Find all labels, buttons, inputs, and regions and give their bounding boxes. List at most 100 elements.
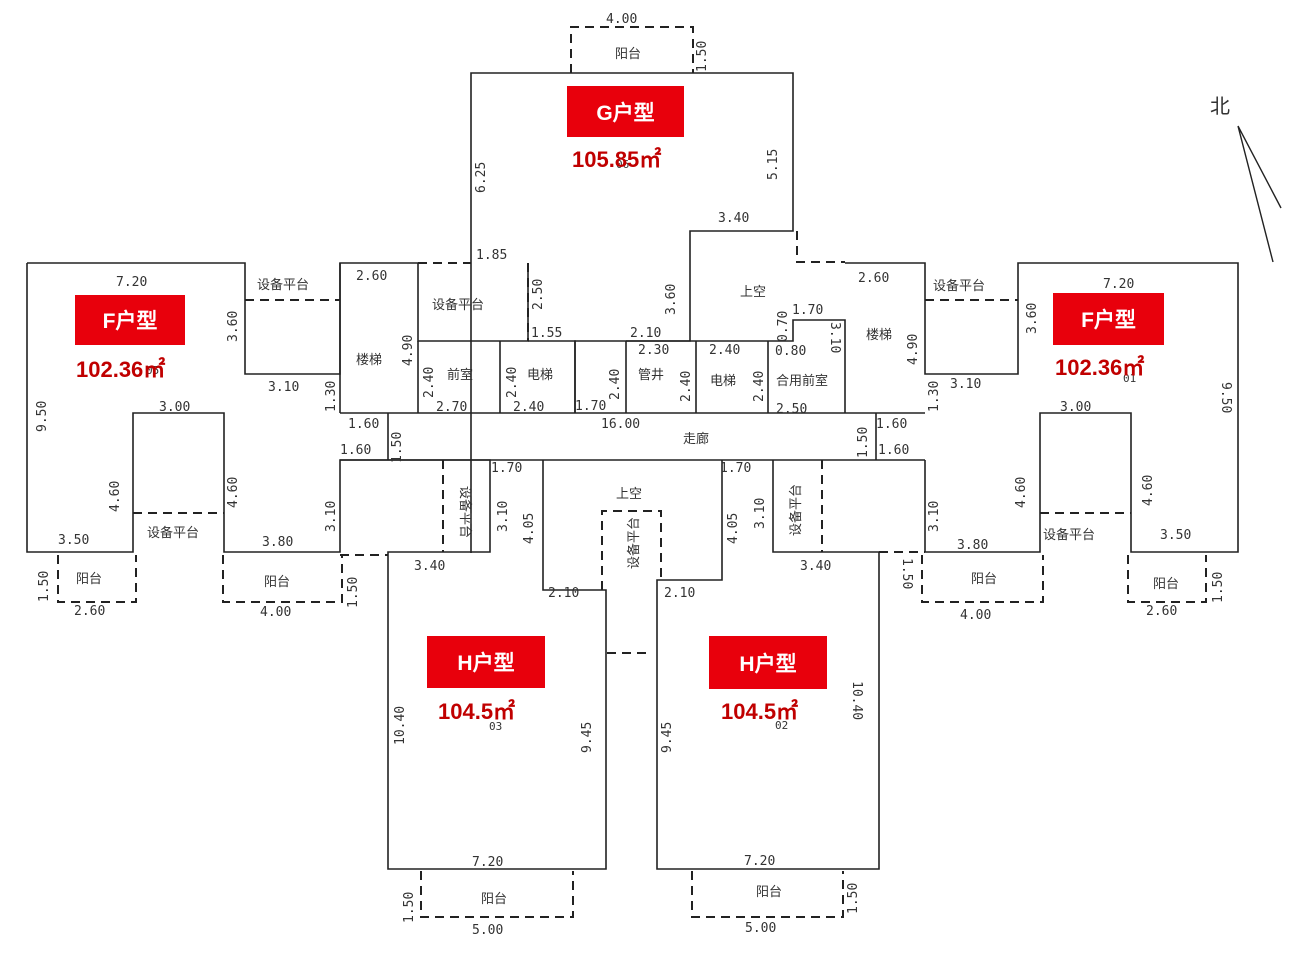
void-g-outline (796, 231, 845, 263)
room-balcony-g: 阳台 (615, 47, 641, 62)
room-elevator-left: 电梯 (527, 368, 553, 383)
room-stairs-right: 楼梯 (866, 328, 892, 343)
room-balcony-f-right-large: 阳台 (971, 572, 997, 587)
dim-balcony-g-width: 4.00 (606, 12, 637, 27)
unit-badge-f-left: F户型 (75, 295, 185, 345)
dim-g-left: 1.85 (476, 248, 507, 263)
dashed-outlines (57, 26, 1207, 918)
dim-h-left-720: 7.20 (472, 855, 503, 870)
dim-g-250: 2.50 (531, 279, 546, 310)
room-balcony-f-left-small: 阳台 (76, 572, 102, 587)
g-unit-walls (470, 72, 794, 553)
dim-balcony-f-right-small: 2.60 (1146, 604, 1177, 619)
unit-no-h-left: 03 (489, 720, 502, 733)
dim-balcony-f-right-small-depth: 1.50 (1211, 572, 1226, 603)
core-right-f-right-walls (625, 262, 1239, 553)
dim-left-160b: 1.60 (340, 443, 371, 458)
unit-area-f-right: 102.36㎡ (1055, 355, 1145, 380)
room-void-top: 上空 (740, 285, 766, 300)
dim-front-270: 2.70 (436, 400, 467, 415)
dim-g-step: 3.40 (718, 211, 749, 226)
dim-shared-250: 2.50 (776, 402, 807, 417)
room-stairs-left: 楼梯 (356, 353, 382, 368)
room-balcony-f-right-small: 阳台 (1153, 577, 1179, 592)
room-platform-f-right: 设备平台 (933, 278, 985, 294)
unit-area-g: 105.85㎡ (572, 147, 662, 172)
dim-f-right-360: 3.60 (1025, 303, 1040, 334)
unit-badge-f-right: F户型 (1053, 293, 1164, 345)
room-balcony-f-left-large: 阳台 (264, 575, 290, 590)
dim-balcony-g-depth: 1.50 (695, 41, 710, 72)
dim-h-left-1040: 10.40 (393, 706, 408, 745)
dim-balcony-h-left-depth: 1.50 (402, 892, 417, 923)
dim-f-right-310: 3.10 (950, 377, 981, 392)
core-left-walls (339, 263, 576, 413)
dim-h-right-340: 3.40 (800, 559, 831, 574)
room-balcony-h-right: 阳台 (756, 885, 782, 900)
unit-numbers: 06 05 01 03 02 (146, 158, 1136, 733)
dim-h-left-170: 1.70 (491, 461, 522, 476)
dim-h-right-170: 1.70 (720, 461, 751, 476)
unit-area-h-right: 104.5㎡ (721, 699, 799, 724)
unit-badge-h-right: H户型 (709, 636, 827, 689)
room-labels: 阳台 设备平台 设备平台 楼梯 前室 电梯 管井 电梯 合用前室 上空 楼梯 设… (76, 47, 1179, 907)
dim-f-left-top: 7.20 (116, 275, 147, 290)
balcony-h-left (420, 871, 574, 918)
unit-badge-h-left: H户型 (427, 636, 545, 688)
dim-elev-left-240v: 2.40 (505, 367, 520, 398)
dim-f-left-360: 3.60 (226, 311, 241, 342)
room-platform-g: 设备平台 (432, 297, 484, 313)
platform-center-outline (601, 510, 662, 590)
dim-g-515: 5.15 (766, 149, 781, 180)
dim-balcony-f-right-large-depth: 1.50 (899, 558, 914, 589)
dim-h-left-405: 4.05 (522, 513, 537, 544)
dim-corridor-150-right: 1.50 (856, 427, 871, 458)
dim-gap-170: 1.70 (575, 399, 606, 414)
dimension-labels-vertical: 1.50 6.25 5.15 2.50 3.60 0.70 3.10 3.60 … (35, 41, 1233, 923)
dim-pipe-240v2: 2.40 (679, 371, 694, 402)
dim-h-right-405: 4.05 (726, 513, 741, 544)
unit-area-h-left: 104.5㎡ (438, 699, 516, 724)
dim-stairs-left-260: 2.60 (356, 269, 387, 284)
dim-balcony-f-left-large-depth: 1.50 (346, 577, 361, 608)
dim-f-left-460b: 4.60 (226, 477, 241, 508)
unit-badge-g: G户型 (567, 86, 684, 137)
balcony-f-left-small (57, 555, 137, 603)
room-elevator-right: 电梯 (710, 374, 736, 389)
dim-balcony-f-left-large: 4.00 (260, 605, 291, 620)
dim-f-left-460a: 4.60 (108, 481, 123, 512)
dim-f-right-950: 9.50 (1218, 382, 1233, 413)
dim-pipe-240v: 2.40 (608, 369, 623, 400)
dim-corridor-1600: 16.00 (601, 417, 640, 432)
north-arrow-lines (1237, 125, 1282, 263)
dim-f-right-380: 3.80 (957, 538, 988, 553)
unit-no-f-left: 05 (146, 364, 159, 377)
unit-no-f-right: 01 (1123, 372, 1136, 385)
h-right-walls (656, 460, 880, 870)
dim-h-right-210: 2.10 (664, 586, 695, 601)
dim-stairs-right-490: 4.90 (906, 334, 921, 365)
dim-elev-left-240: 2.40 (513, 400, 544, 415)
dim-h-left-210: 2.10 (548, 586, 579, 601)
dim-f-right-310v: 3.10 (927, 501, 942, 532)
dimension-labels: 4.00 3.40 1.85 1.55 1.70 2.10 2.30 2.40 … (58, 12, 1191, 938)
dim-f-left-380: 3.80 (262, 535, 293, 550)
balcony-f-right-small (1127, 555, 1207, 603)
dim-balcony-f-right-large: 4.00 (960, 608, 991, 623)
dim-f-right-top: 7.20 (1103, 277, 1134, 292)
dim-f-left-130: 1.30 (324, 381, 339, 412)
dim-f-left-310v: 3.10 (324, 501, 339, 532)
corridor-walls (340, 412, 925, 461)
dim-right-160b: 1.60 (878, 443, 909, 458)
dim-h-right-1040: 10.40 (849, 681, 864, 720)
dim-balcony-h-left: 5.00 (472, 923, 503, 938)
unit-no-h-right: 02 (775, 719, 788, 732)
dim-g-360: 3.60 (664, 284, 679, 315)
dim-h-left-310v: 3.10 (496, 501, 511, 532)
dim-f-right-350: 3.50 (1160, 528, 1191, 543)
dim-h-right-720: 7.20 (744, 854, 775, 869)
dim-f-right-300: 3.00 (1060, 400, 1091, 415)
dim-balcony-h-right-depth: 1.50 (846, 883, 861, 914)
balcony-f-right-large (921, 555, 1044, 603)
